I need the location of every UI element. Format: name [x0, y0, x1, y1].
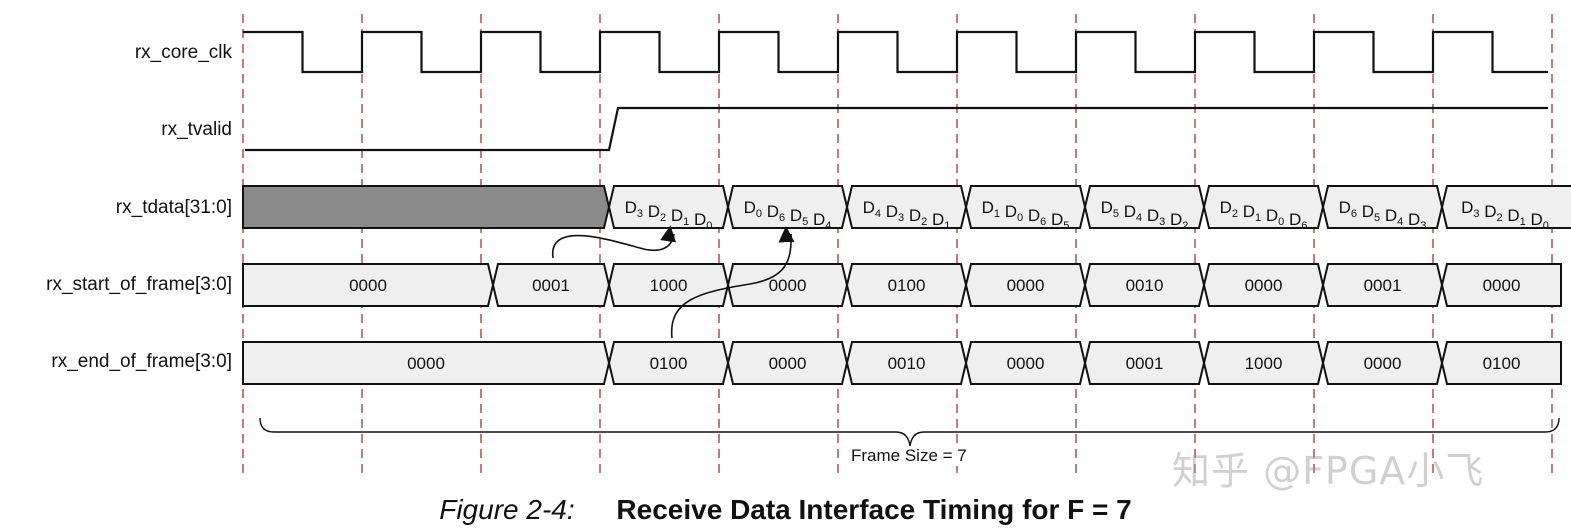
tvalid-waveform [245, 106, 1548, 152]
eof-value: 0000 [407, 354, 445, 373]
eof-value: 0000 [1364, 354, 1402, 373]
eof-to-tdata-arrow [670, 226, 795, 339]
sof-to-tdata-arrow [552, 225, 677, 259]
sof-value: 0001 [1364, 276, 1402, 295]
tdata-value: D1 D0 D6 D5 [982, 198, 1070, 232]
signal-label-eof: rx_end_of_frame[3:0] [51, 351, 232, 372]
tdata-value: D3 D2 D1 D0 [1461, 198, 1549, 232]
signal-label-clk: rx_core_clk [134, 42, 232, 63]
sof-value: 0000 [1007, 276, 1045, 295]
eof-value: 0000 [1007, 354, 1045, 373]
relation-arrows [552, 225, 795, 339]
eof-value: 0001 [1126, 354, 1164, 373]
tdata-bus: D3 D2 D1 D0 D0 D6 D5 D4 D4 D3 D2 D1 D1 D0 D… [242, 185, 1571, 232]
sof-value: 0000 [1245, 276, 1283, 295]
tdata-invalid-cell [242, 185, 611, 229]
tdata-value: D6 D5 D4 D3 [1339, 198, 1427, 232]
sof-bus: 0000 0001 1000 0000 0100 0000 0010 0000 0001 0000 [242, 263, 1562, 307]
frame-size-label: Frame Size = 7 [849, 446, 969, 466]
sof-value: 1000 [650, 276, 688, 295]
tdata-value: D4 D3 D2 D1 [863, 198, 951, 232]
tvalid-wave-path [245, 106, 1548, 152]
tdata-cell [1440, 185, 1571, 229]
sof-value: 0100 [888, 276, 926, 295]
figure-title: Receive Data Interface Timing for F = 7 [616, 494, 1132, 525]
eof-cell [242, 341, 611, 385]
sof-value: 0000 [349, 276, 387, 295]
tdata-value: D0 D6 D5 D4 [744, 198, 832, 232]
eof-value: 0100 [1483, 354, 1521, 373]
sof-value: 0000 [769, 276, 807, 295]
sof-cell [242, 263, 495, 307]
tdata-value: D3 D2 D1 D0 [625, 198, 713, 232]
sof-value: 0001 [532, 276, 570, 295]
cycle-gridlines [242, 14, 1553, 476]
clk-waveform [243, 30, 1548, 74]
clk-wave-path [243, 30, 1548, 74]
watermark: 知乎 @FPGA小飞 [1172, 449, 1485, 493]
eof-bus: 0000 0100 0000 0010 0000 0001 1000 0000 0100 [242, 341, 1562, 385]
signal-label-sof: rx_start_of_frame[3:0] [46, 274, 232, 295]
sof-cell [1440, 263, 1562, 307]
signal-label-tvalid: rx_tvalid [161, 119, 232, 140]
figure-number: Figure 2-4: [439, 494, 575, 525]
eof-value: 1000 [1245, 354, 1283, 373]
tdata-value: D2 D1 D0 D6 [1220, 198, 1308, 232]
tdata-value: D5 D4 D3 D2 [1101, 198, 1189, 232]
eof-cell [1440, 341, 1562, 385]
sof-value: 0010 [1126, 276, 1164, 295]
eof-value: 0100 [650, 354, 688, 373]
eof-value: 0000 [769, 354, 807, 373]
figure-caption: Figure 2-4: Receive Data Interface Timin… [0, 494, 1571, 526]
sof-value: 0000 [1483, 276, 1521, 295]
signal-label-tdata: rx_tdata[31:0] [115, 197, 232, 218]
eof-value: 0010 [888, 354, 926, 373]
